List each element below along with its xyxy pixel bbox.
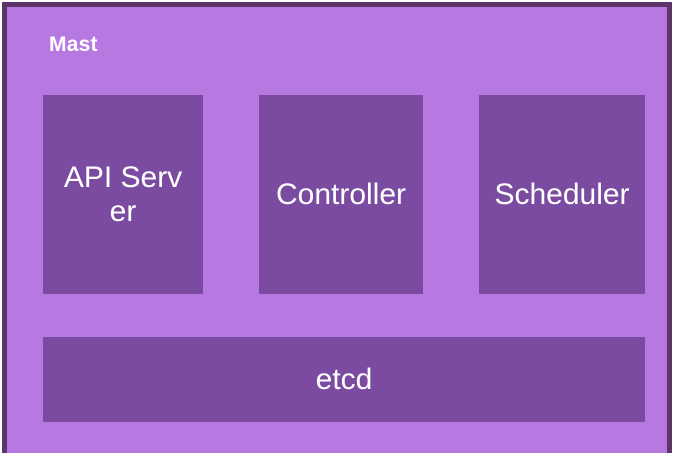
component-box-api-server: API Server [43, 95, 203, 294]
panel-title: Mast [49, 33, 98, 56]
component-label-scheduler: Scheduler [494, 177, 630, 211]
component-box-etcd: etcd [43, 337, 645, 422]
component-label-etcd: etcd [315, 362, 373, 396]
component-label-controller: Controller [275, 177, 407, 211]
component-box-scheduler: Scheduler [479, 95, 645, 294]
component-box-controller: Controller [259, 95, 423, 294]
component-label-api-server: API Server [63, 160, 183, 228]
